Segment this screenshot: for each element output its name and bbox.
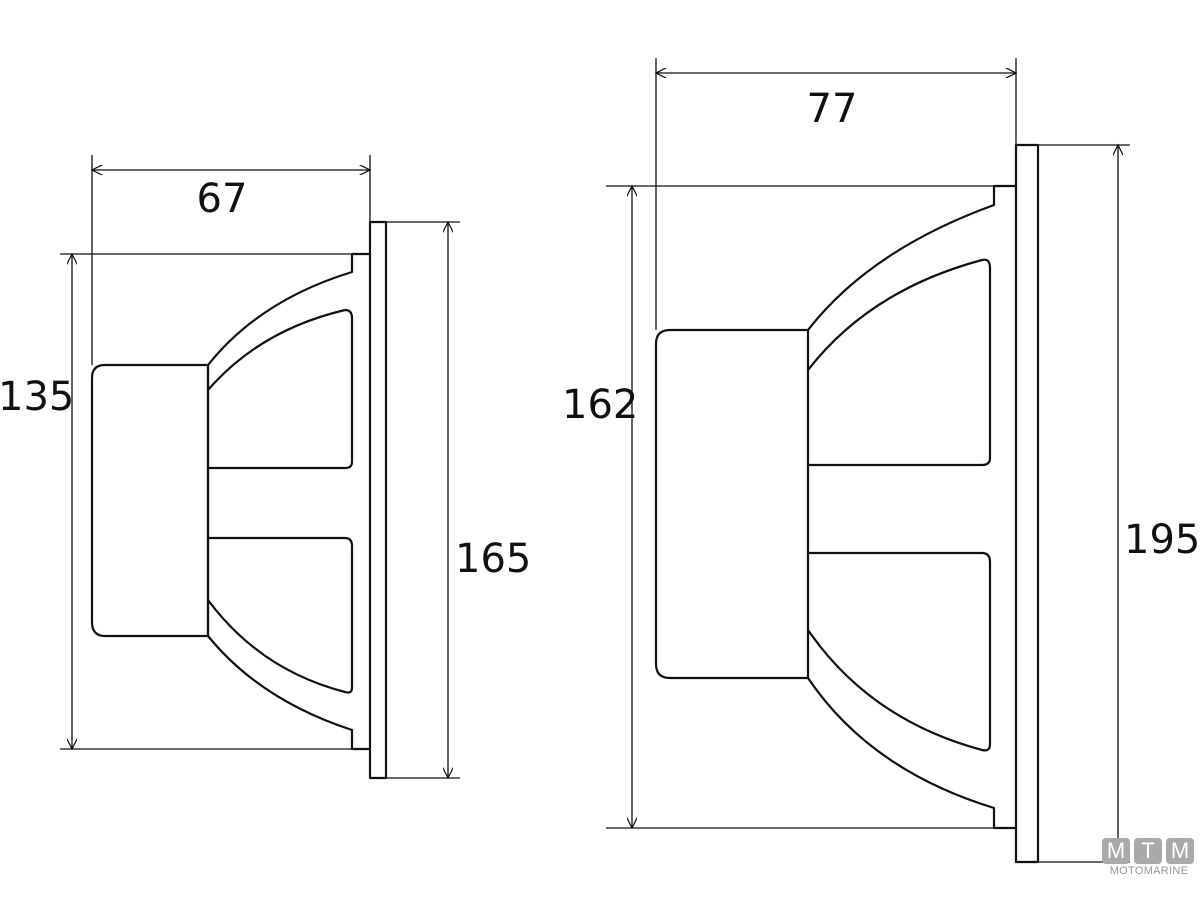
small-magnet <box>90 363 210 638</box>
logo-letter: M <box>1102 838 1130 864</box>
small-window-bottom <box>207 536 354 694</box>
motomarine-logo: M T M MOTOMARINE <box>1102 838 1196 877</box>
small-depth-label: 67 <box>197 176 248 222</box>
large-flange <box>1014 143 1040 864</box>
small-basket-outline <box>207 252 370 751</box>
large-flange-label: 195 <box>1124 517 1200 563</box>
large-window-top <box>807 258 992 467</box>
large-depth-label: 77 <box>807 86 858 132</box>
large-magnet <box>654 328 810 680</box>
small-speaker: 67 135 165 <box>0 155 531 778</box>
small-flange <box>368 220 388 780</box>
logo-letter: M <box>1166 838 1194 864</box>
small-window-top <box>207 308 354 470</box>
logo-letter: T <box>1134 838 1162 864</box>
small-basket-label: 135 <box>0 374 74 420</box>
logo-subtitle: MOTOMARINE <box>1109 865 1189 877</box>
large-basket-outline <box>807 184 1016 830</box>
large-window-bottom <box>807 551 992 752</box>
large-speaker: 77 162 195 <box>562 58 1200 862</box>
large-basket-label: 162 <box>562 382 638 428</box>
small-flange-label: 165 <box>455 536 531 582</box>
